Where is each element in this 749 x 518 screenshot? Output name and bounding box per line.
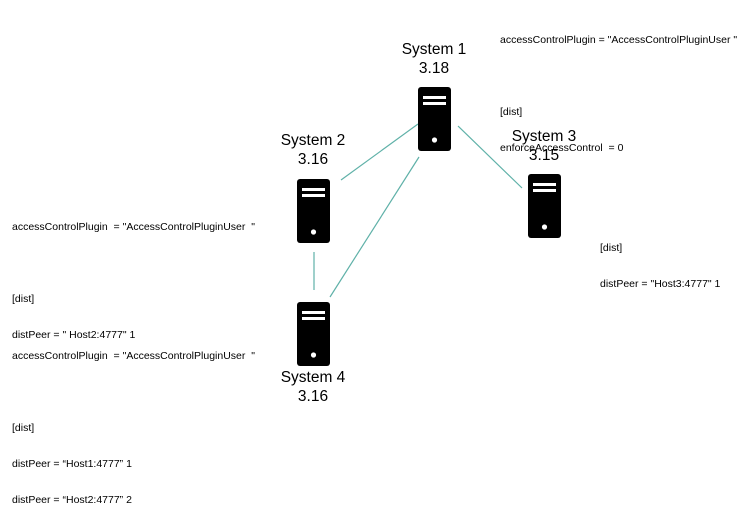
config-line: distPeer = “Host1:4777” 1 <box>12 458 132 470</box>
config-system4: accessControlPlugin = "AccessControlPlug… <box>12 326 255 518</box>
node-name: System 1 <box>401 41 467 58</box>
config-line: accessControlPlugin = "AccessControlPlug… <box>500 34 738 46</box>
link-system1-system2 <box>340 123 419 181</box>
server-tower-icon <box>297 179 330 243</box>
link-system1-system3 <box>457 125 523 189</box>
config-line: [dist] <box>12 293 35 305</box>
config-line: accessControlPlugin = "AccessControlPlug… <box>12 221 255 233</box>
server-tower-icon <box>418 87 451 151</box>
server-tower-icon <box>297 302 330 366</box>
config-line: distPeer = “Host2:4777” 2 <box>12 494 132 506</box>
config-line: distPeer = " Host2:4777" 1 <box>12 329 136 341</box>
node-version: 3.16 <box>297 151 329 168</box>
node-name: System 4 <box>280 369 346 386</box>
network-links <box>313 123 523 298</box>
node-name: System 2 <box>280 132 346 149</box>
config-line: [dist] <box>12 422 35 434</box>
config-line: [dist] <box>500 106 523 118</box>
link-system1-system4 <box>329 156 420 298</box>
config-line: [dist] <box>600 242 623 254</box>
config-line: enforceAccessControl = 0 <box>500 142 624 154</box>
config-system3: [dist] distPeer = "Host3:4777" 1 <box>600 218 720 302</box>
node-version: 3.15 <box>528 147 560 164</box>
config-line: accessControlPlugin = "AccessControlPlug… <box>12 350 255 362</box>
node-label-system3: System 3 3.15 <box>512 127 577 165</box>
node-name: System 3 <box>511 128 577 145</box>
node-label-system1: System 1 3.18 <box>402 40 467 78</box>
config-line: distPeer = "Host3:4777" 1 <box>600 278 721 290</box>
server-tower-icon <box>528 174 561 238</box>
config-system1: accessControlPlugin = "AccessControlPlug… <box>500 10 737 166</box>
config-system2: accessControlPlugin = "AccessControlPlug… <box>12 197 255 353</box>
node-label-system2: System 2 3.16 <box>281 131 346 169</box>
node-version: 3.18 <box>418 60 450 77</box>
node-label-system4: System 4 3.16 <box>281 368 346 406</box>
node-version: 3.16 <box>297 388 329 405</box>
